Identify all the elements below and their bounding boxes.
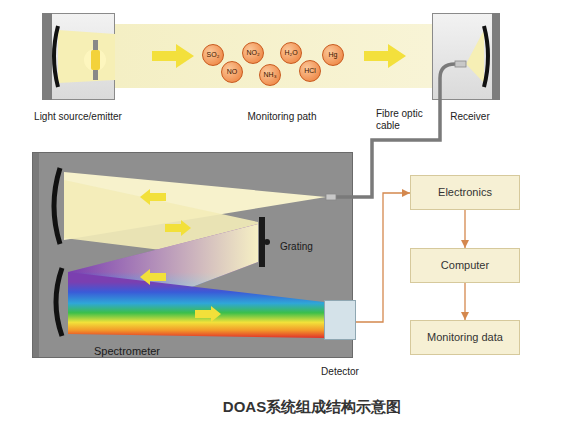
- detector-box: Detector: [324, 300, 356, 340]
- gas-molecule: Hg: [322, 44, 344, 66]
- label-holder: Light source/emitter: [0, 106, 178, 124]
- process-box: Electronics: [410, 175, 520, 210]
- label-holder: Monitoring data: [411, 321, 519, 354]
- node-label: Spectrometer: [92, 345, 162, 357]
- node-label: Computer: [441, 259, 489, 272]
- node-label: Light source/emitter: [34, 111, 122, 122]
- label-holder: Fibre optic cable: [376, 108, 434, 132]
- cable-label: Fibre optic cable: [376, 108, 434, 132]
- node-label: NO: [227, 68, 238, 76]
- label-holder: Spectrometer: [92, 341, 162, 359]
- node-label: Detector: [321, 366, 359, 377]
- label-holder: NO₂: [243, 43, 263, 63]
- flow-arrow: [464, 210, 465, 248]
- receiver-box: Receiver: [432, 13, 500, 100]
- node-label: Hg: [329, 51, 338, 59]
- node-label: Receiver: [450, 111, 489, 122]
- node-label: Monitoring path: [248, 111, 317, 122]
- monitoring-path-band: Monitoring pathSO₂NO₂H₂OHgNONH₃HCl: [115, 24, 432, 88]
- node-label: Electronics: [438, 186, 492, 199]
- label-holder: Grating: [278, 236, 315, 254]
- label-holder: Monitoring path: [182, 106, 382, 124]
- spectrometer-housing: Spectrometer Detector: [32, 152, 353, 358]
- process-box: Computer: [410, 248, 520, 283]
- gas-molecule: H₂O: [280, 42, 302, 64]
- label-holder: NH₃: [260, 65, 280, 85]
- gas-molecule: NO₂: [242, 42, 264, 64]
- process-box: Monitoring data: [410, 320, 520, 355]
- node-label: NO₂: [246, 49, 259, 57]
- label-holder: H₂O: [281, 43, 301, 63]
- flow-arrow: [464, 283, 465, 320]
- label-holder: DOAS系统组成结构示意图: [112, 398, 512, 416]
- label-holder: Computer: [411, 249, 519, 282]
- label-holder: Hg: [323, 45, 343, 65]
- label-holder: SO₂: [203, 45, 223, 65]
- caption: DOAS系统组成结构示意图: [223, 398, 401, 415]
- label-holder: HCl: [300, 61, 320, 81]
- node-label: Monitoring data: [427, 331, 503, 344]
- gas-molecule: HCl: [299, 60, 321, 82]
- gas-molecule: NO: [221, 61, 243, 83]
- flow-arrow: [356, 193, 410, 322]
- label-holder: NO: [222, 62, 242, 82]
- part-name: Grating: [278, 241, 315, 252]
- label-holder: Detector: [240, 361, 440, 379]
- gas-molecule: SO₂: [202, 44, 224, 66]
- label-holder: Electronics: [411, 176, 519, 209]
- gas-molecule: NH₃: [259, 64, 281, 86]
- node-label: NH₃: [264, 71, 277, 79]
- spectrometer-parts: [33, 153, 353, 357]
- node-label: SO₂: [207, 51, 220, 59]
- light-source-box: Light source/emitter: [42, 13, 115, 100]
- node-label: HCl: [304, 67, 316, 75]
- node-label: H₂O: [284, 49, 297, 57]
- emitter-parts: [42, 13, 115, 100]
